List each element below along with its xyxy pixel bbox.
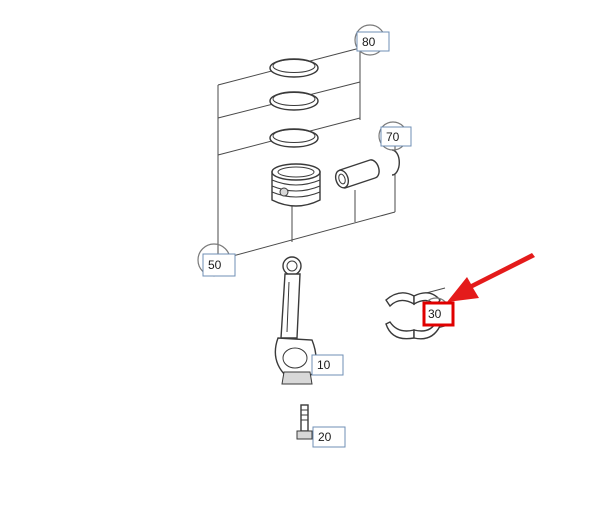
connecting-rod	[274, 256, 317, 385]
piston-pin	[334, 159, 380, 189]
piston-ring-top	[269, 58, 319, 78]
callout-20[interactable]: 20	[312, 426, 346, 448]
callout-30[interactable]: 30	[422, 297, 455, 327]
conrod-bolt	[296, 404, 313, 440]
callout-70[interactable]: 70	[378, 121, 412, 151]
callout-50-label: 50	[208, 258, 222, 272]
callout-30-label: 30	[428, 307, 442, 321]
piston	[271, 163, 321, 207]
piston-ring-middle	[269, 91, 319, 111]
callout-20-label: 20	[318, 430, 332, 444]
callout-50[interactable]: 50	[197, 243, 236, 277]
callout-80[interactable]: 80	[354, 24, 390, 56]
piston-ring-bottom	[269, 128, 319, 148]
red-arrow-icon	[447, 253, 535, 302]
callout-10-label: 10	[317, 358, 331, 372]
callout-70-label: 70	[386, 130, 400, 144]
callout-80-label: 80	[362, 35, 376, 49]
circlip	[391, 149, 400, 176]
callout-10[interactable]: 10	[311, 354, 344, 376]
